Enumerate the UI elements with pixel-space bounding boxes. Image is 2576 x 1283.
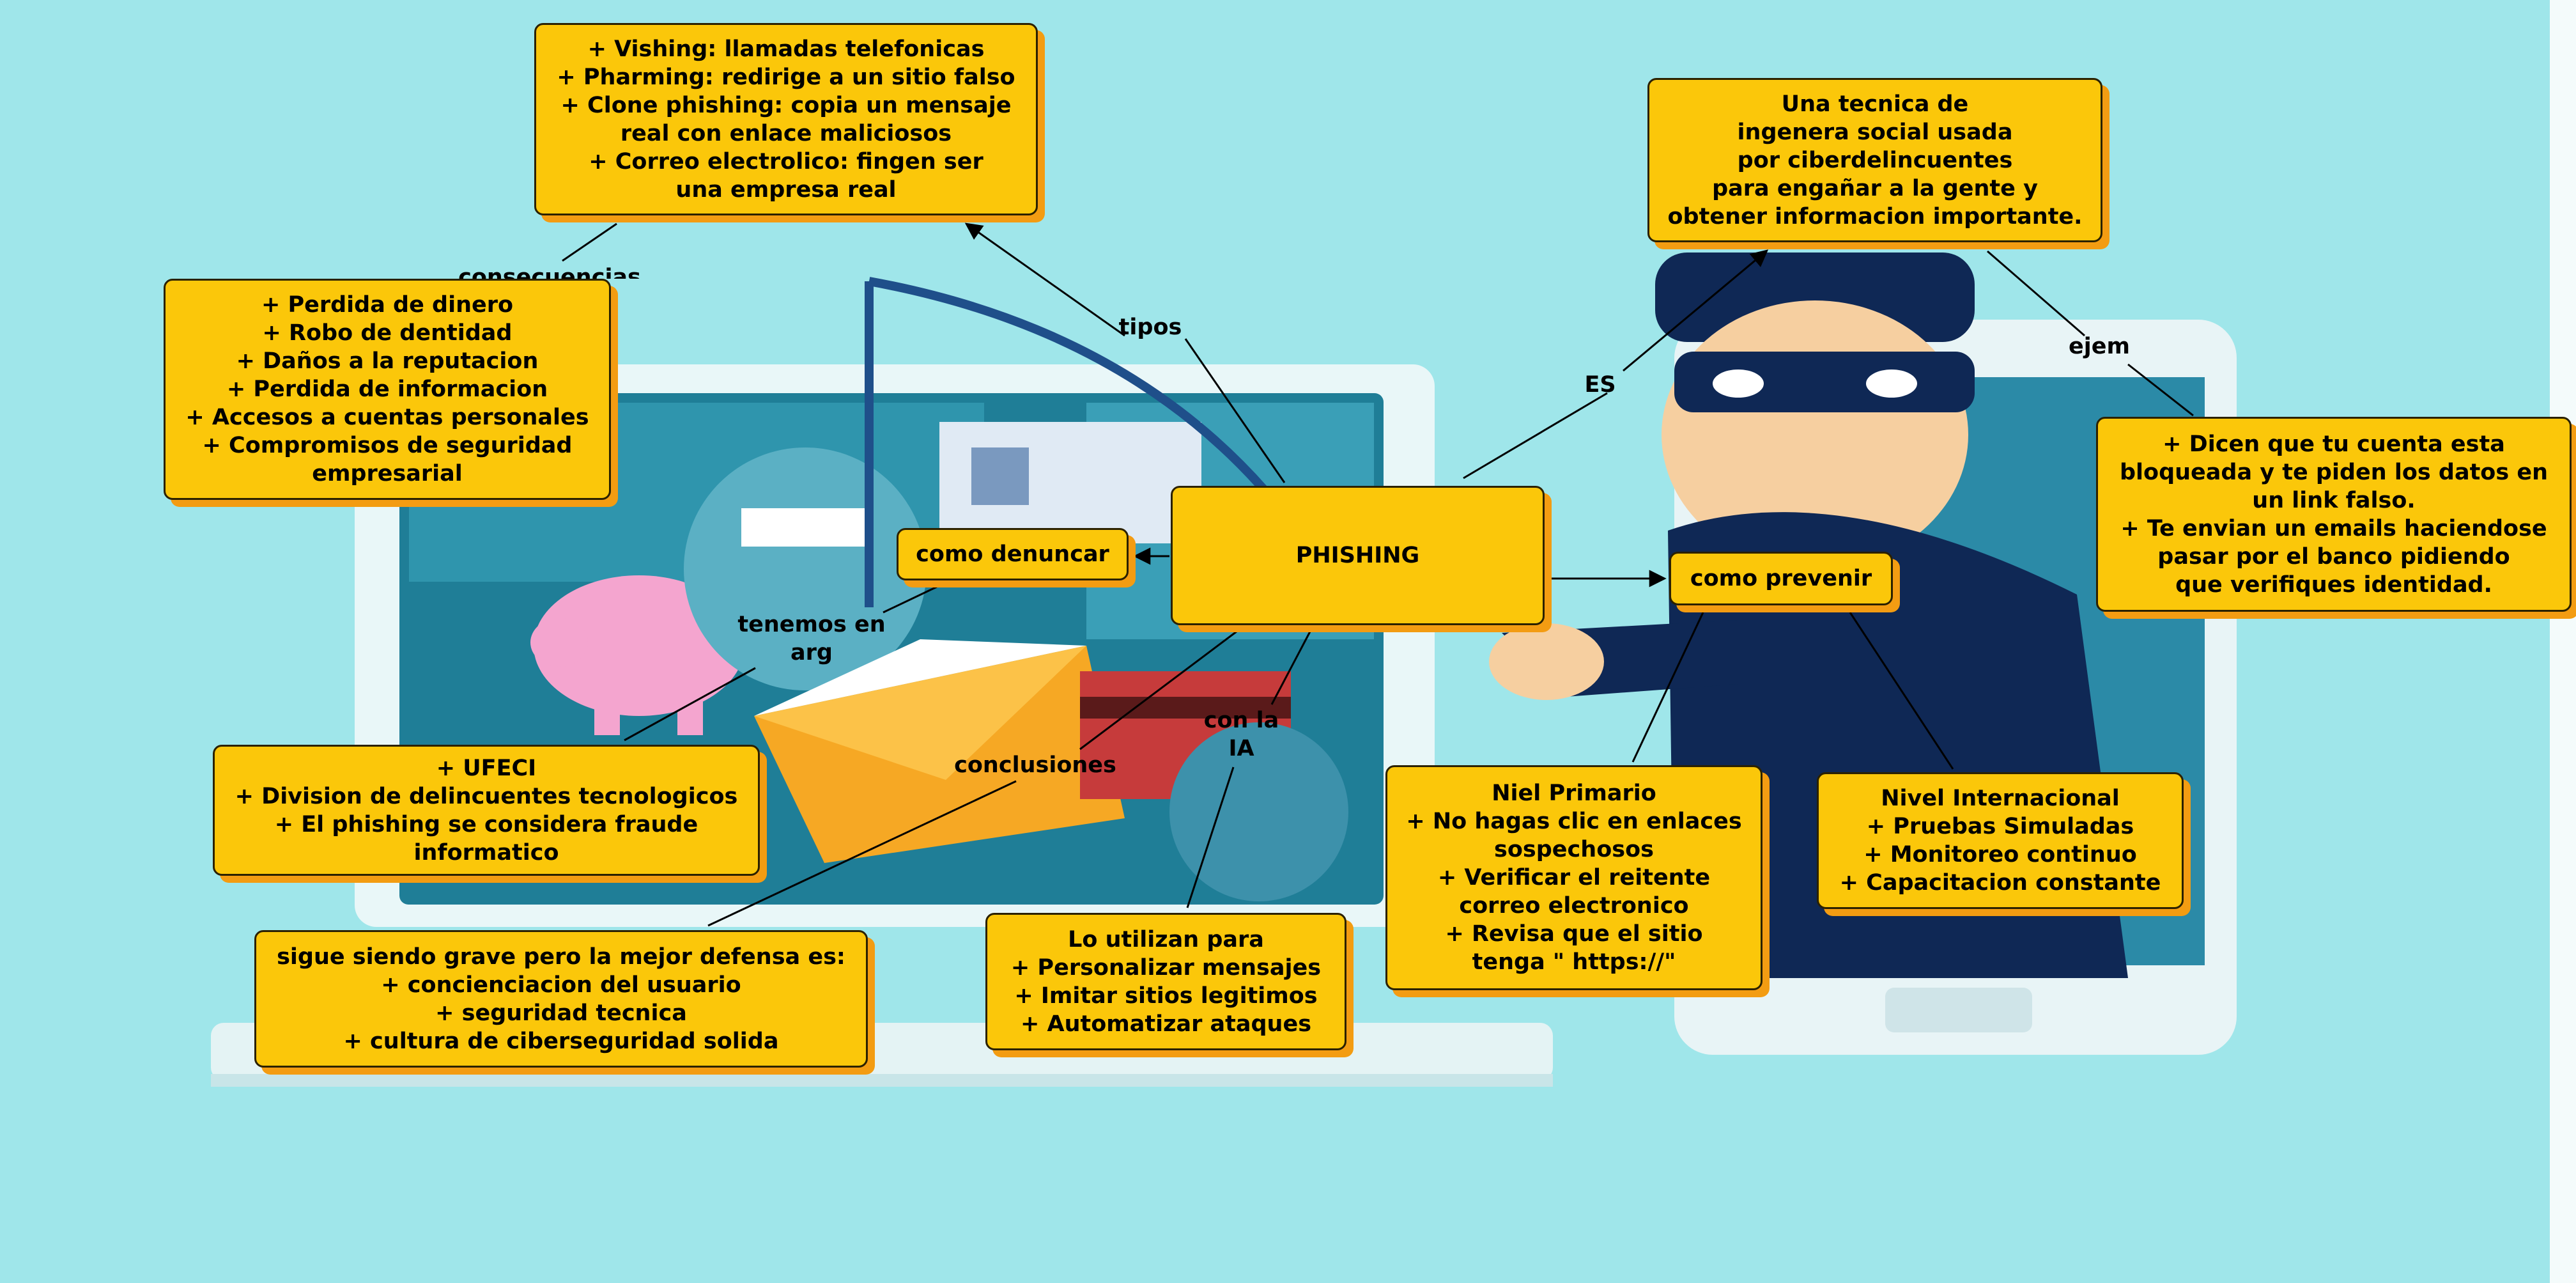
consequences-node[interactable]: + Perdida de dinero + Robo de dentidad +… — [164, 279, 611, 500]
argentina-text: + UFECI + Division de delincuentes tecno… — [235, 755, 738, 866]
line-tipos-types — [964, 222, 1125, 337]
line-ejem-examples — [2127, 363, 2194, 417]
definition-node[interactable]: Una tecnica de ingenera social usada por… — [1647, 78, 2102, 242]
line-prevent-primary — [1631, 612, 1704, 763]
line-conclusiones-conclusions — [707, 780, 1017, 927]
ai-usage-text: Lo utilizan para + Personalizar mensajes… — [1010, 926, 1322, 1037]
line-center-tipos — [1184, 338, 1286, 483]
ai-usage-node[interactable]: Lo utilizan para + Personalizar mensajes… — [985, 913, 1346, 1050]
primary-level-node[interactable]: Niel Primario + No hagas clic en enlaces… — [1385, 765, 1762, 990]
link-label-conclusiones: conclusiones — [954, 752, 1116, 778]
line-es-definition — [1623, 249, 1769, 372]
link-label-consecuencias: consecuencias — [458, 265, 641, 279]
report-text: como denuncar — [916, 541, 1109, 567]
primary-level-text: Niel Primario + No hagas clic en enlaces… — [1406, 781, 1742, 975]
conclusions-node[interactable]: sigue siendo grave pero la mejor defensa… — [254, 930, 868, 1068]
argentina-node[interactable]: + UFECI + Division de delincuentes tecno… — [213, 745, 760, 876]
central-node-label: PHISHING — [1295, 543, 1420, 568]
international-level-text: Nivel Internacional + Pruebas Simuladas … — [1839, 786, 2161, 896]
line-center-ia — [1270, 631, 1311, 705]
link-label-tipos: tipos — [1118, 315, 1182, 340]
types-node[interactable]: + Vishing: llamadas telefonicas + Pharmi… — [534, 23, 1038, 215]
definition-text: Una tecnica de ingenera social usada por… — [1667, 91, 2083, 229]
line-prevent-international — [1849, 612, 1954, 770]
consequences-text: + Perdida de dinero + Robo de dentidad +… — [185, 292, 589, 486]
link-label-tenemos-en-arg: tenemos en arg — [737, 612, 886, 665]
line-center-conclusiones — [1079, 630, 1237, 750]
link-label-es: ES — [1584, 372, 1616, 398]
international-level-node[interactable]: Nivel Internacional + Pruebas Simuladas … — [1817, 772, 2184, 909]
phishing-central-node[interactable]: PHISHING — [1171, 486, 1545, 625]
link-label-con-la-ia: con la IA — [1203, 708, 1279, 761]
line-ia-ai — [1186, 766, 1235, 908]
line-definition-ejem — [1987, 250, 2085, 337]
examples-text: + Dicen que tu cuenta esta bloqueada y t… — [2119, 431, 2549, 598]
line-tenemos-argentina — [624, 667, 756, 742]
conclusions-text: sigue siendo grave pero la mejor defensa… — [277, 944, 845, 1054]
line-center-es — [1463, 392, 1608, 479]
examples-node[interactable]: + Dicen que tu cuenta esta bloqueada y t… — [2096, 417, 2572, 612]
line-types-consecuencias — [562, 222, 617, 262]
types-text: + Vishing: llamadas telefonicas + Pharmi… — [557, 36, 1015, 203]
line-report-tenemos — [883, 586, 937, 614]
report-node[interactable]: como denuncar — [897, 528, 1129, 580]
prevent-text: como prevenir — [1690, 566, 1872, 591]
prevent-node[interactable]: como prevenir — [1669, 552, 1893, 605]
link-label-ejem: ejem — [2069, 334, 2130, 359]
